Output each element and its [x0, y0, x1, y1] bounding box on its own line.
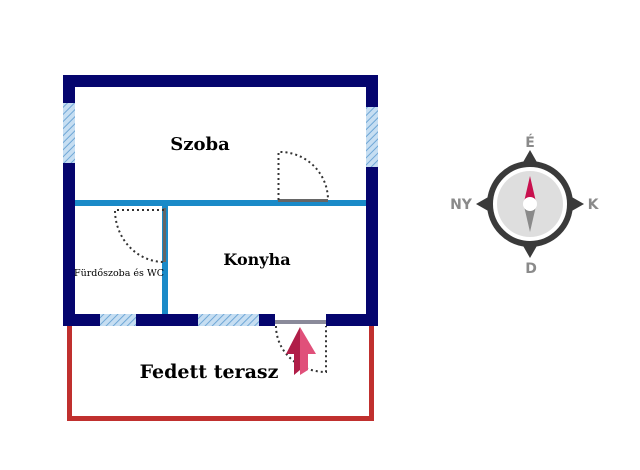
compass-label-west: NY — [450, 197, 473, 213]
room-label-terasz: Fedett terasz — [140, 361, 279, 383]
window-east — [366, 107, 378, 167]
entrance-door[interactable] — [275, 320, 326, 324]
terrace-outline — [67, 326, 374, 421]
door-entrance-swing — [275, 325, 327, 374]
door-szoba[interactable] — [277, 150, 329, 202]
compass-needle-south — [524, 206, 536, 232]
entrance-arrow-icon — [286, 327, 316, 375]
compass-label-south: D — [525, 261, 537, 277]
door-bathroom[interactable] — [113, 208, 166, 263]
window-south-bath — [100, 314, 136, 326]
window-west — [63, 103, 75, 163]
compass-label-east: K — [588, 197, 600, 213]
room-label-furdo: Fürdőszoba és WC — [74, 268, 164, 279]
window-south-kitchen — [198, 314, 259, 326]
compass-needle-north — [524, 176, 536, 202]
compass-icon — [476, 150, 584, 258]
interior-wall-horizontal — [75, 200, 366, 206]
room-label-szoba: Szoba — [170, 134, 230, 155]
room-label-konyha: Konyha — [223, 250, 290, 269]
compass-label-north: É — [525, 134, 535, 151]
